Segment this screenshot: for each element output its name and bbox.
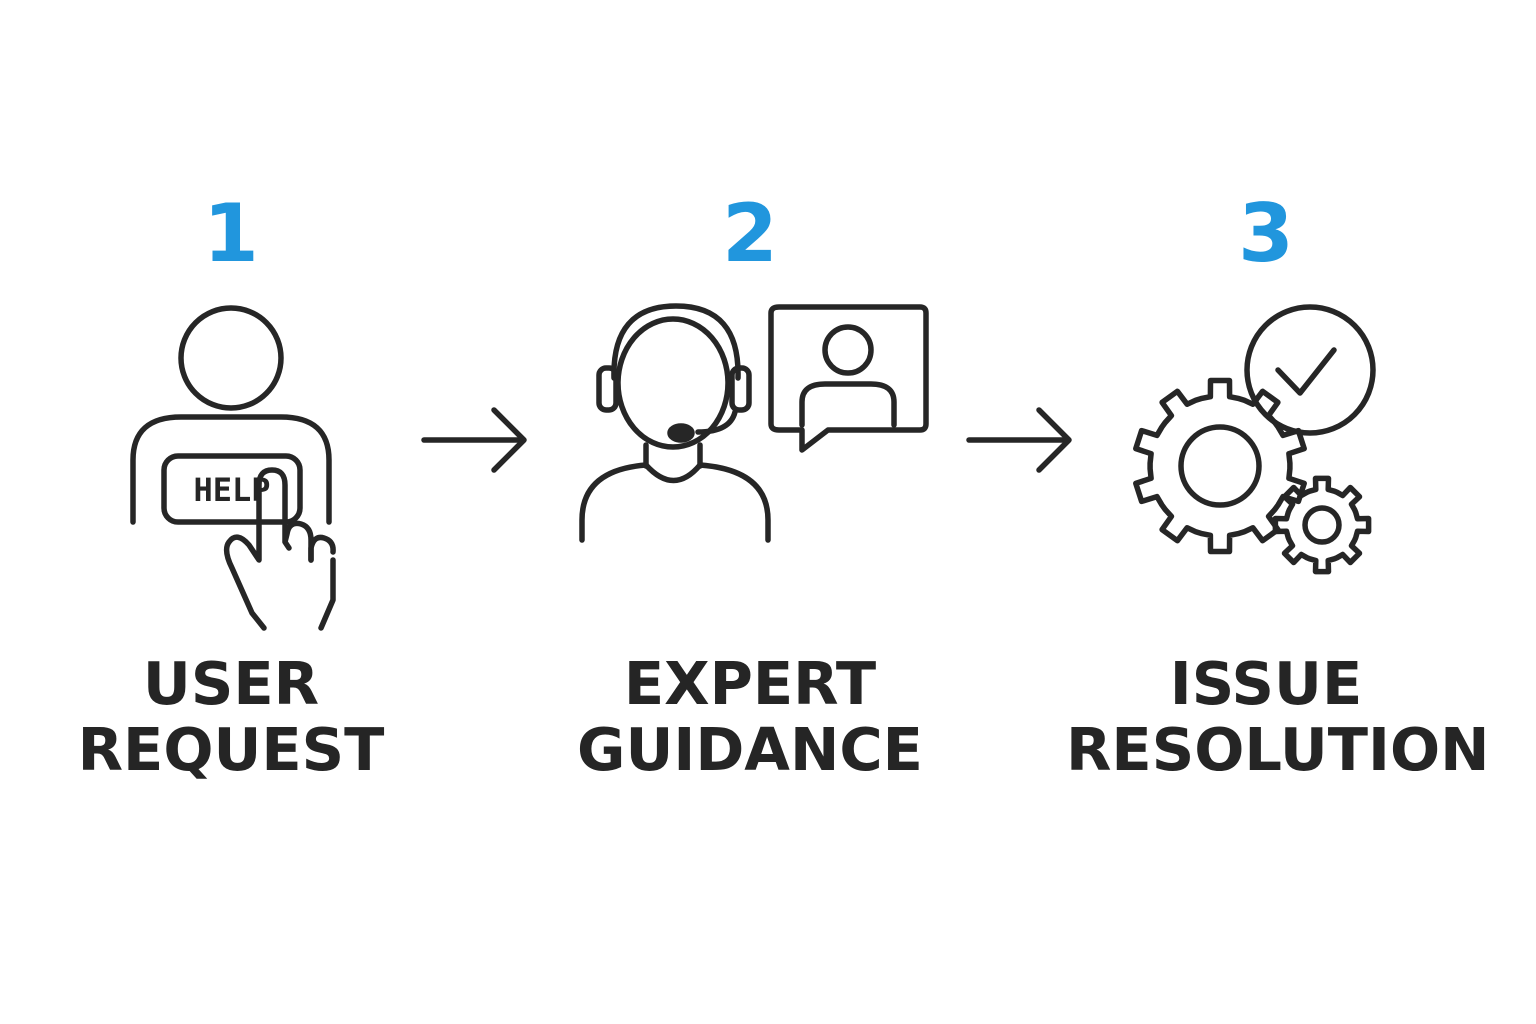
step-label: USER REQUEST: [31, 651, 431, 783]
gears-with-checkmark-icon: [1133, 304, 1376, 575]
step-number: 3: [1238, 187, 1294, 280]
step-number: 2: [722, 187, 778, 280]
user-pressing-help-button-icon: HELP: [130, 305, 336, 631]
arrow-right-icon: [421, 407, 527, 473]
step-expert-guidance: 2 EXPERT GUIDANCE: [550, 0, 950, 1024]
step-user-request: 1 HELP USER REQUEST: [31, 0, 431, 1024]
step-issue-resolution: 3 ISSUE RESOLUTION: [1066, 0, 1490, 1024]
label-line-1: EXPERT: [623, 649, 877, 718]
help-sign-text: HELP: [193, 471, 270, 509]
label-line-2: RESOLUTION: [1066, 715, 1490, 784]
label-line-1: ISSUE: [1169, 649, 1363, 718]
step-label: EXPERT GUIDANCE: [550, 651, 950, 783]
label-line-2: REQUEST: [77, 715, 385, 784]
support-agent-headset-icon: [579, 303, 929, 543]
label-line-1: USER: [142, 649, 320, 718]
step-number: 1: [203, 187, 259, 280]
step-label: ISSUE RESOLUTION: [1066, 649, 1490, 784]
arrow-right-icon: [966, 407, 1072, 473]
label-line-2: GUIDANCE: [577, 715, 923, 784]
